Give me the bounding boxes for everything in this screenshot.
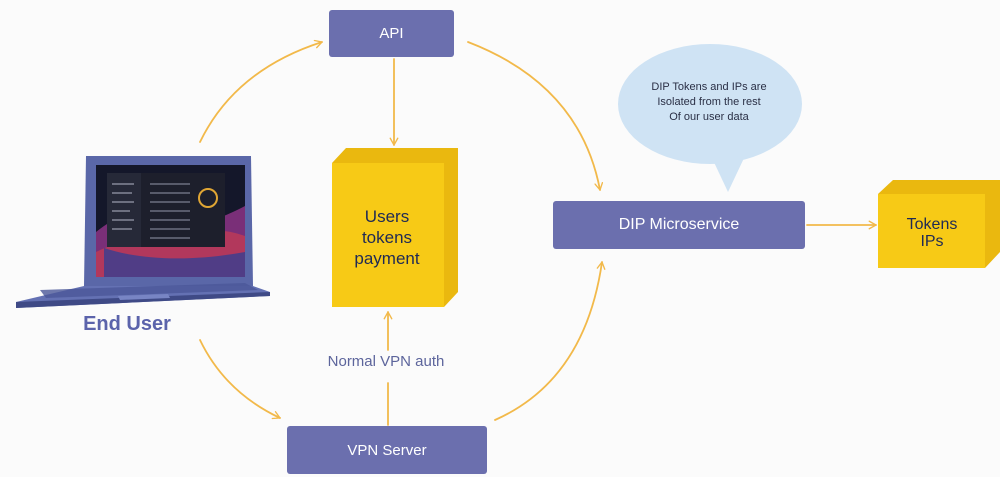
bubble-line: Of our user data	[669, 111, 749, 123]
user-database-label: Users tokens payment	[332, 206, 442, 269]
end-user-label: End User	[83, 313, 171, 335]
token-database-line: IPs	[920, 233, 944, 250]
vpn-server-node: VPN Server	[287, 426, 487, 474]
dip-microservice-node: DIP Microservice	[553, 201, 805, 249]
token-database-block	[878, 180, 1000, 268]
user-database-line: Users	[364, 207, 410, 226]
token-database-line: Tokens	[906, 216, 958, 233]
bubble-text: DIP Tokens and IPs are Isolated from the…	[626, 80, 792, 125]
bubble-line: Isolated from the rest	[657, 96, 761, 108]
laptop-icon	[16, 156, 270, 308]
user-database-block	[332, 148, 458, 307]
user-database-line: payment	[354, 249, 420, 268]
api-node: API	[329, 10, 454, 57]
token-database-label: Tokens IPs	[878, 216, 986, 250]
arrow-vpn-to-dip	[494, 261, 606, 421]
arrow-api-to-dip	[467, 41, 604, 191]
user-database-line: tokens	[361, 228, 413, 247]
normal-vpn-auth-label: Normal VPN auth	[327, 353, 445, 370]
info-speech-bubble	[618, 44, 802, 192]
bubble-line: DIP Tokens and IPs are	[651, 81, 767, 93]
arrow-enduser-to-api	[199, 39, 323, 143]
arrow-enduser-to-vpn	[199, 339, 281, 420]
